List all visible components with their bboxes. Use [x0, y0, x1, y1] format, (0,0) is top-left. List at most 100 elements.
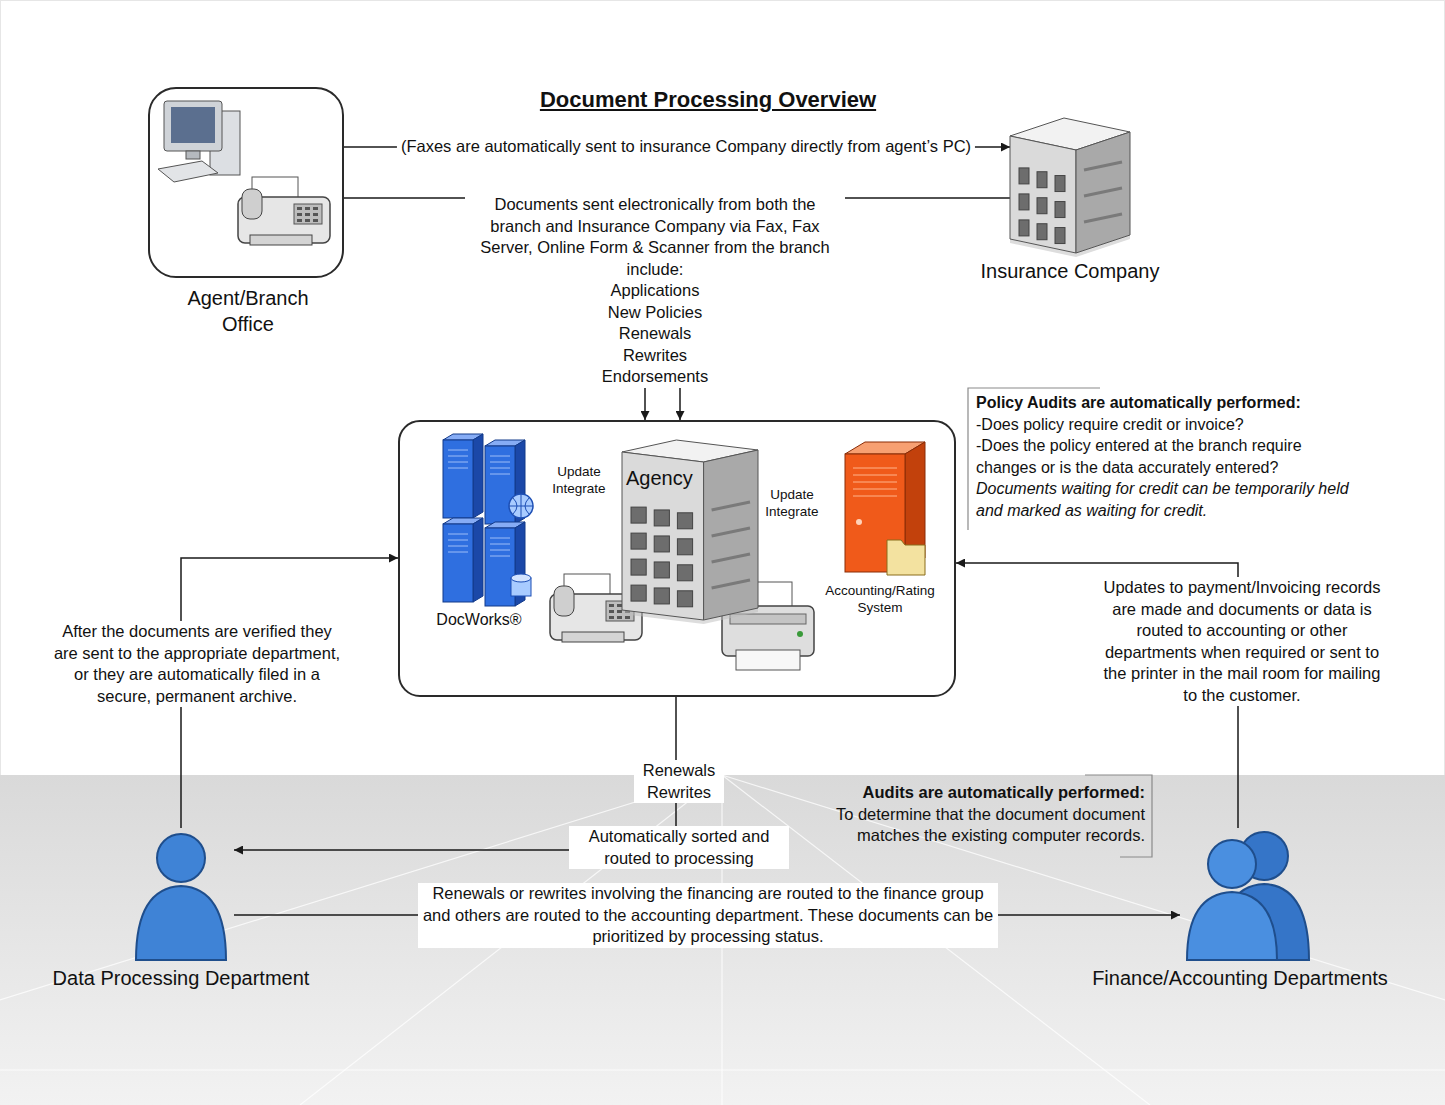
departments-people: Finance/Accounting Departments [1180, 828, 1315, 960]
edge-label: Update Integrate [759, 486, 825, 520]
edge-label-holder: Automatically sorted and routed to proce… [569, 826, 789, 869]
server-vent [490, 538, 510, 539]
edge-label: Update Integrate [546, 463, 612, 497]
globe-lines [509, 494, 533, 518]
server-vent [853, 468, 897, 469]
fax-key [617, 616, 622, 619]
edge-label-holder: Update Integrate [546, 463, 612, 497]
node-label: Finance/Accounting Departments [1092, 966, 1388, 990]
printer-output [736, 650, 800, 670]
person-body [136, 886, 226, 960]
server-vent [853, 482, 897, 483]
title-holder: Document Processing Overview [540, 86, 876, 114]
server-vent [448, 462, 468, 463]
docworks-server-illustration [435, 428, 547, 608]
node-text-holder: Agent/Branch Office [173, 285, 323, 337]
edge-label-holder: Renewals or rewrites involving the finan… [418, 883, 998, 948]
server-vent [490, 550, 510, 551]
note-text: Renewals [615, 323, 695, 345]
note-text: Audits are automatically performed: [795, 782, 1145, 804]
building-window [631, 559, 646, 575]
fax-key [609, 604, 614, 607]
database-top [511, 574, 531, 582]
fax-key [297, 207, 302, 210]
server-front [443, 440, 473, 518]
edge-label-holder: Update Integrate [759, 486, 825, 520]
building-window [1019, 194, 1029, 210]
note-text: Endorsements [598, 366, 712, 388]
fax-key [305, 207, 310, 210]
server-vent [490, 556, 510, 557]
server-vent [490, 456, 510, 457]
fax-key [617, 610, 622, 613]
server-vent [448, 552, 468, 553]
server-vent [490, 462, 510, 463]
note-text: Policy Audits are automatically performe… [976, 392, 1361, 414]
server-vent [448, 468, 468, 469]
note-text: Documents waiting for credit can be temp… [976, 478, 1351, 521]
server-vent [448, 546, 468, 547]
building-window [1055, 202, 1065, 218]
server-side [473, 434, 483, 518]
fax-tray [562, 632, 624, 642]
globe-symbol [509, 494, 533, 518]
fax-key [625, 616, 630, 619]
building-window [1037, 172, 1047, 188]
node-text-holder: Accounting/Rating System [814, 582, 946, 616]
fax-key [305, 219, 310, 222]
docworks-server: DocWorks® [435, 428, 547, 608]
server-vent [490, 474, 510, 475]
server-vent [448, 540, 468, 541]
building-side [704, 450, 758, 620]
branch-office-box: Agent/Branch Office [148, 87, 344, 278]
node-label: Data Processing Department [53, 966, 310, 990]
building-window [631, 507, 646, 523]
accounting-server-illustration [825, 440, 935, 580]
building-front [1010, 136, 1076, 253]
note-text: New Policies [604, 302, 706, 324]
building-window [654, 536, 669, 552]
server-vent [448, 450, 468, 451]
server-vent [490, 468, 510, 469]
pc-stand [186, 151, 200, 159]
server-vent [448, 534, 468, 535]
building-side-window [1084, 214, 1122, 222]
building-window [1019, 168, 1029, 184]
label-holder: -Does policy require credit or invoice? [976, 414, 1361, 436]
label-holder: Rewrites [619, 345, 691, 367]
edge-label-holder: Documents sent electronically from both … [465, 194, 845, 280]
departments-people-illustration [1180, 828, 1315, 960]
building-window [677, 565, 692, 581]
fax-tray [250, 235, 312, 245]
fax-key [609, 616, 614, 619]
agency-building: Agency [622, 440, 758, 620]
building-side-window [712, 528, 750, 536]
label-holder: Renewals Rewrites [634, 760, 724, 803]
diagram-title: Document Processing Overview [540, 86, 876, 114]
label-holder: -Does the policy entered at the branch r… [976, 435, 1351, 478]
building-window [1019, 220, 1029, 236]
node-label: Agency [626, 466, 702, 490]
edge-label: After the documents are verified they ar… [47, 621, 347, 707]
building-side-window [712, 502, 750, 510]
server-vent [853, 496, 897, 497]
pc-keyboard [158, 161, 218, 182]
edge-label-holder: Updates to payment/Invoicing records are… [1096, 577, 1388, 706]
note-text: To determine that the document document … [800, 804, 1145, 847]
building-window [631, 533, 646, 549]
agency-system-box: DocWorks® AgencyAccounting/Rating System [398, 420, 956, 697]
note-text: Applications [607, 280, 704, 302]
branch-office-box-illustration [150, 89, 346, 280]
building-side-window [1084, 188, 1122, 196]
server-vent [448, 456, 468, 457]
fax-key [609, 610, 614, 613]
building-side [1076, 132, 1130, 253]
folder-symbol [887, 540, 925, 575]
node-label: Insurance Company [981, 259, 1160, 283]
printer-light [797, 631, 803, 637]
building-window [1055, 176, 1065, 192]
building-window [654, 510, 669, 526]
